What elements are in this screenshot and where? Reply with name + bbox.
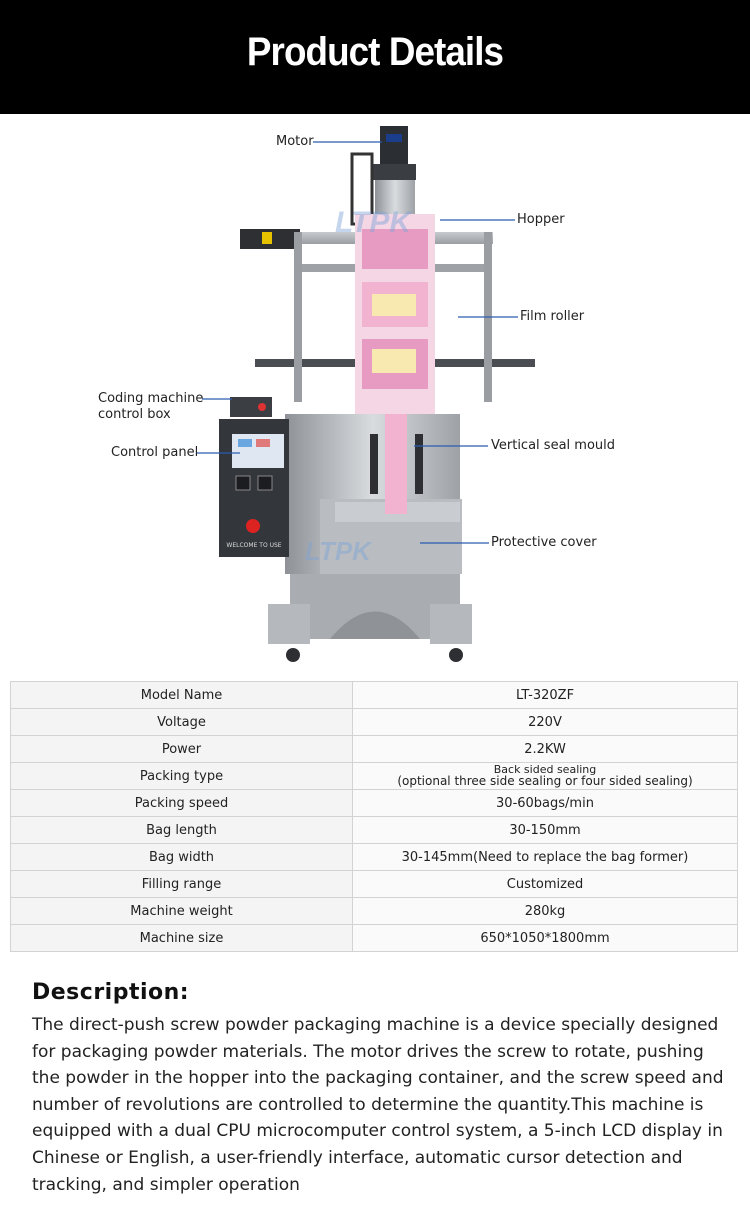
spec-label: Machine weight bbox=[10, 897, 353, 925]
spec-value: 30-60bags/min bbox=[352, 789, 738, 817]
spec-value-main: Back sided sealing bbox=[493, 762, 597, 776]
spec-label: Power bbox=[10, 735, 353, 763]
table-row: Bag length 30-150mm bbox=[10, 816, 738, 844]
table-row: Model Name LT-320ZF bbox=[10, 681, 738, 709]
spec-value: 2.2KW bbox=[352, 735, 738, 763]
motor bbox=[372, 126, 416, 180]
spec-label: Packing speed bbox=[10, 789, 353, 817]
machine-body bbox=[268, 414, 472, 662]
spec-value: 280kg bbox=[352, 897, 738, 925]
table-row: Machine weight 280kg bbox=[10, 897, 738, 925]
callout-film-roller: Film roller bbox=[520, 309, 585, 324]
table-row: Packing speed 30-60bags/min bbox=[10, 789, 738, 817]
page-title: Product Details bbox=[246, 30, 504, 74]
callout-coding-box: Coding machine control box bbox=[98, 391, 204, 422]
table-row: Machine size 650*1050*1800mm bbox=[10, 924, 738, 952]
spec-value: LT-320ZF bbox=[352, 681, 738, 709]
description-text: The direct-push screw powder packaging m… bbox=[32, 1015, 724, 1195]
description-heading: Description: bbox=[32, 980, 190, 1005]
machine-figure: WELCOME TO USE LTPK LTPK Motor Hopper Fi… bbox=[0, 114, 750, 674]
callout-vertical-seal: Vertical seal mould bbox=[491, 438, 615, 453]
spec-label: Machine size bbox=[10, 924, 353, 952]
spec-label: Bag width bbox=[10, 843, 353, 871]
spec-value: 30-150mm bbox=[352, 816, 738, 844]
callout-control-panel: Control panel bbox=[111, 445, 199, 460]
table-row: Packing type Back sided sealing (optiona… bbox=[10, 762, 738, 790]
brand-watermark: LTPK bbox=[335, 206, 413, 239]
spec-value: 220V bbox=[352, 708, 738, 736]
spec-label: Model Name bbox=[10, 681, 353, 709]
table-row: Voltage 220V bbox=[10, 708, 738, 736]
spec-value: 30-145mm(Need to replace the bag former) bbox=[352, 843, 738, 871]
spec-label: Voltage bbox=[10, 708, 353, 736]
spec-value: Back sided sealing (optional three side … bbox=[352, 762, 738, 790]
callout-lines bbox=[197, 141, 518, 544]
spec-label: Packing type bbox=[10, 762, 353, 790]
spec-table: Model Name LT-320ZF Voltage 220V Power 2… bbox=[10, 681, 738, 952]
callout-protective-cover: Protective cover bbox=[491, 535, 597, 550]
panel-label: WELCOME TO USE bbox=[226, 542, 281, 549]
spec-value: Customized bbox=[352, 870, 738, 898]
table-row: Bag width 30-145mm(Need to replace the b… bbox=[10, 843, 738, 871]
coding-machine-box bbox=[230, 397, 272, 417]
machine-illustration: WELCOME TO USE LTPK LTPK bbox=[197, 126, 535, 662]
film-roller bbox=[355, 214, 435, 419]
brand-watermark: LTPK bbox=[305, 536, 373, 566]
spec-value: 650*1050*1800mm bbox=[352, 924, 738, 952]
callout-motor: Motor bbox=[276, 134, 314, 149]
spec-label: Bag length bbox=[10, 816, 353, 844]
control-panel: WELCOME TO USE bbox=[219, 419, 289, 557]
header-banner: Product Details bbox=[0, 0, 750, 114]
table-row: Power 2.2KW bbox=[10, 735, 738, 763]
spec-value-note: (optional three side sealing or four sid… bbox=[397, 773, 693, 788]
spec-label: Filling range bbox=[10, 870, 353, 898]
table-row: Filling range Customized bbox=[10, 870, 738, 898]
callout-hopper: Hopper bbox=[517, 212, 565, 227]
